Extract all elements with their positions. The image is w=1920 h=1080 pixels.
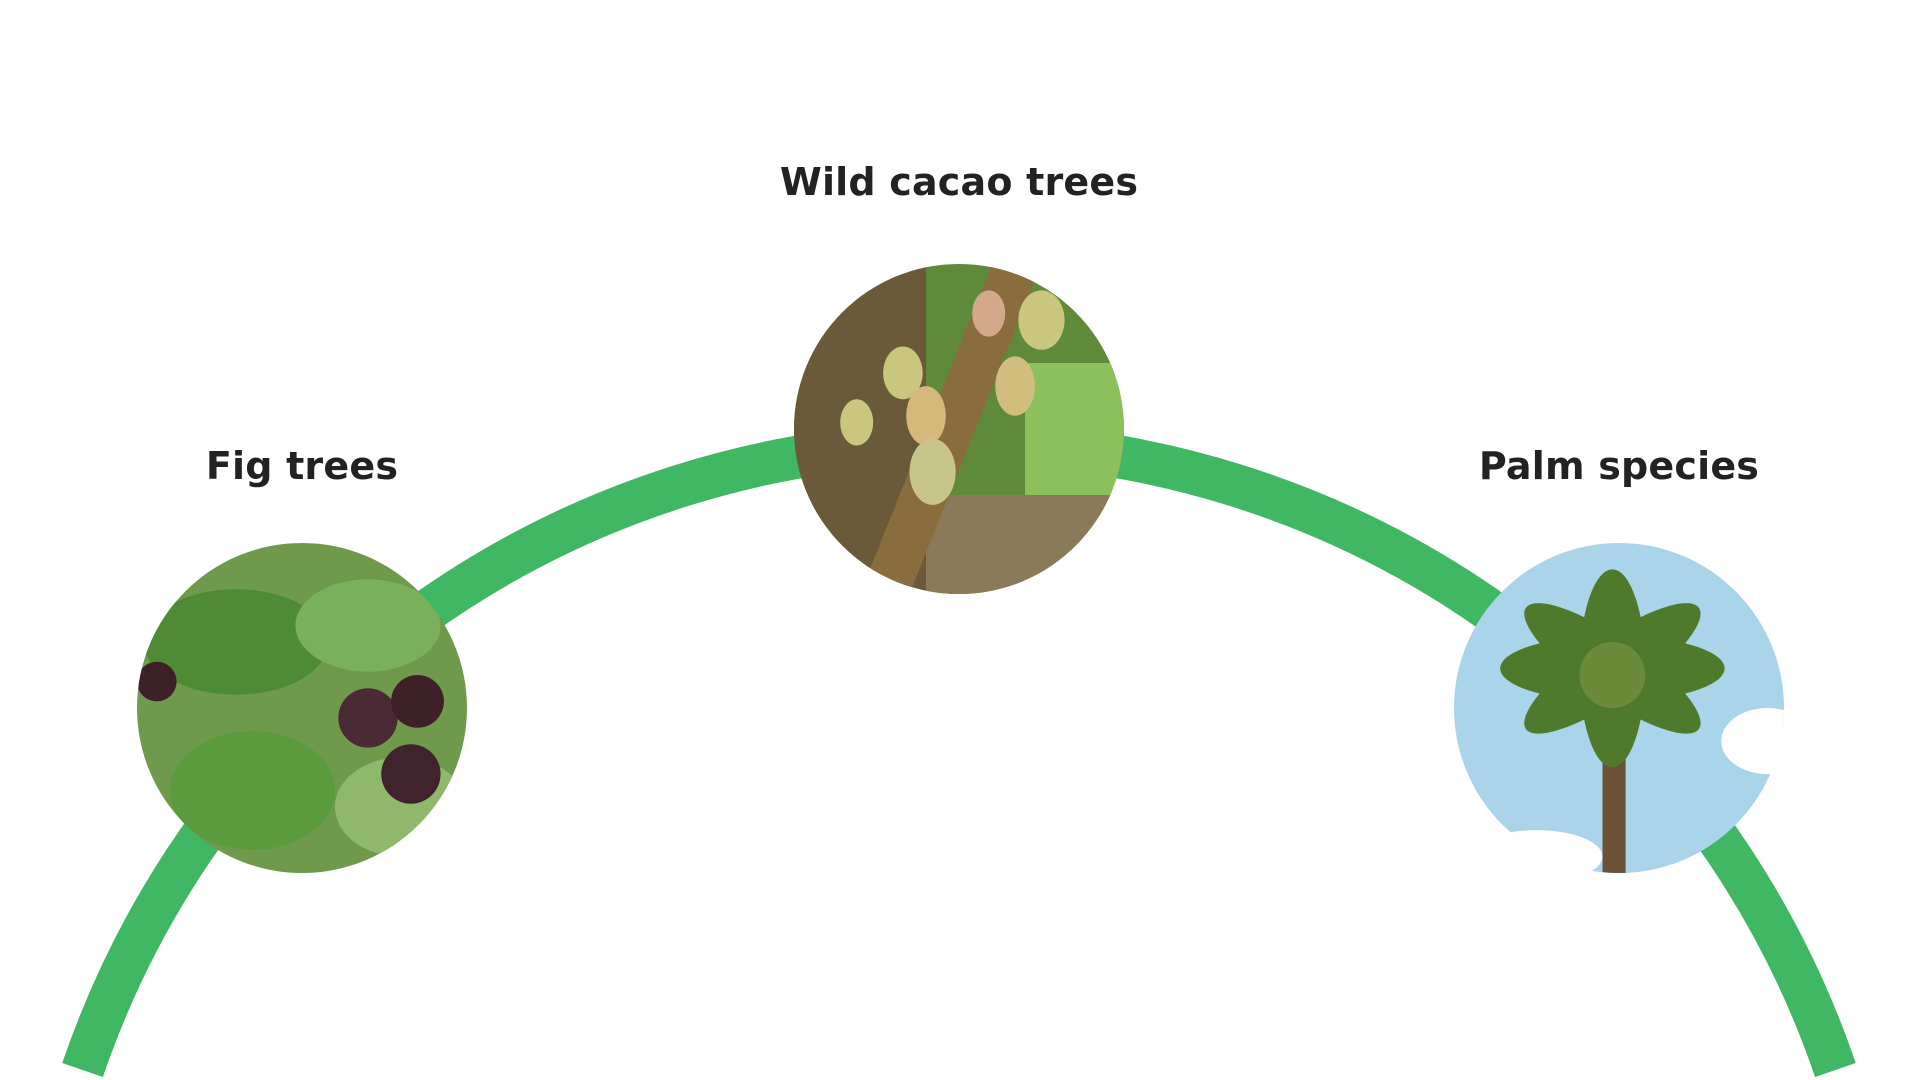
fig-tree-photo (137, 543, 467, 873)
label-wild-cacao-trees: Wild cacao trees (779, 160, 1139, 204)
label-fig-trees: Fig trees (205, 444, 399, 488)
palm-tree-photo (1454, 543, 1784, 873)
cacao-tree-photo (794, 264, 1124, 594)
label-palm-species: Palm species (1478, 444, 1760, 488)
